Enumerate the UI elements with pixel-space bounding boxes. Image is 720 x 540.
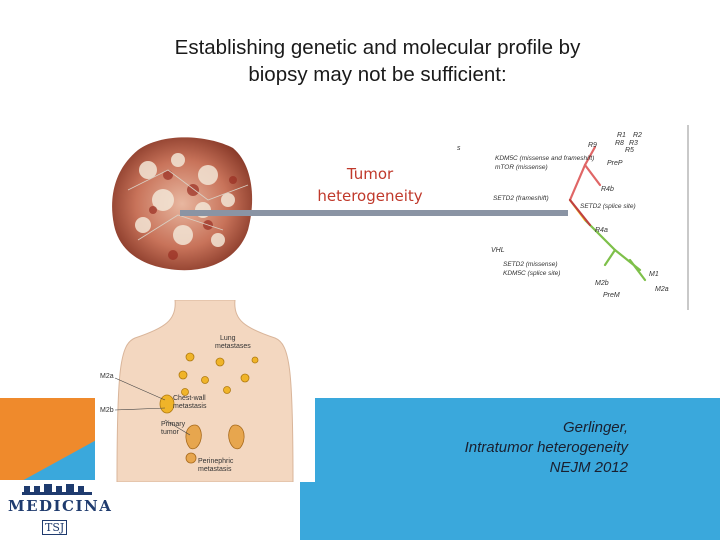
citation-line-2: Intratumor heterogeneity xyxy=(464,439,628,456)
citation: Gerlinger, Intratumor heterogeneity NEJM… xyxy=(368,418,628,478)
tree-label-prep: PreP xyxy=(607,160,623,167)
tree-label-m2a: M2a xyxy=(655,286,669,293)
tree-label-m2b: M2b xyxy=(595,280,609,287)
title-line-1: Establishing genetic and molecular profi… xyxy=(174,36,581,59)
body-label-primary-2: tumor xyxy=(161,429,180,436)
tree-label-kdm5c-mf: KDM5C (missense and frameshift) xyxy=(495,155,594,162)
connector-line xyxy=(180,210,568,216)
tree-label-kdm5c-ss: KDM5C (splice site) xyxy=(503,270,560,277)
tumor-heterogeneity-label: Tumor heterogeneity xyxy=(305,163,435,207)
logo-word: MEDICINA xyxy=(8,497,113,515)
tumor-label-line-1: Tumor xyxy=(346,165,394,183)
tree-label-mtor: mTOR (missense) xyxy=(495,164,548,171)
slide-title: Establishing genetic and molecular profi… xyxy=(120,34,635,88)
tree-label-r9: R9 xyxy=(588,142,597,149)
tree-label-setd2-ms: SETD2 (missense) xyxy=(503,261,558,268)
citation-line-1: Gerlinger, xyxy=(562,419,628,436)
tree-label-s: s xyxy=(457,145,461,152)
tree-label-r8: R8 xyxy=(615,140,624,147)
branch-m2a xyxy=(628,258,647,282)
tree-label-m1: M1 xyxy=(649,271,659,278)
body-label-primary-1: Primary xyxy=(161,421,186,428)
body-label-lung-2: metastases xyxy=(215,343,251,350)
logo-sub: TSJ xyxy=(42,520,68,535)
tree-label-setd2-ss: SETD2 (splice site) xyxy=(580,203,636,210)
tree-label-r5: R5 xyxy=(625,147,634,154)
blue-accent-band xyxy=(300,398,720,540)
branch-m2b xyxy=(603,248,617,267)
body-label-chest-1: Chest-wall xyxy=(173,395,206,402)
body-label-chest-2: metastasis xyxy=(173,403,207,410)
tumor-label-line-2: heterogeneity xyxy=(317,187,423,205)
branch-r4a xyxy=(568,198,592,227)
tree-label-r1: R1 xyxy=(617,132,626,139)
building-icon xyxy=(22,484,92,495)
tree-label-r2: R2 xyxy=(633,132,642,139)
tree-label-setd2-fs: SETD2 (frameshift) xyxy=(493,195,549,202)
tree-label-vhl: VHL xyxy=(491,247,505,254)
title-line-2: biopsy may not be sufficient: xyxy=(248,63,507,86)
medicina-logo: MEDICINA TSJ xyxy=(0,480,113,540)
citation-line-3: NEJM 2012 xyxy=(549,459,628,476)
phylogenetic-tree-figure: s R1 R2 R9 R8 R3 R5 KDM5C (missense and … xyxy=(455,125,689,310)
tree-label-r3: R3 xyxy=(629,140,638,147)
tumor-photo xyxy=(112,137,253,271)
body-label-peri-2: metastasis xyxy=(198,466,232,473)
tree-label-r4a: R4a xyxy=(595,227,608,234)
body-metastases-figure: M2a M2b Lung metastases Chest-wall metas… xyxy=(95,300,315,482)
tree-label-r4b: R4b xyxy=(601,186,614,193)
body-label-peri-1: Perinephric xyxy=(198,458,234,465)
tree-label-prem: PreM xyxy=(603,292,620,299)
body-label-m2a: M2a xyxy=(100,373,114,380)
body-label-m2b: M2b xyxy=(100,407,114,414)
body-label-lung-1: Lung xyxy=(220,335,236,342)
branch-r4b xyxy=(583,163,602,187)
